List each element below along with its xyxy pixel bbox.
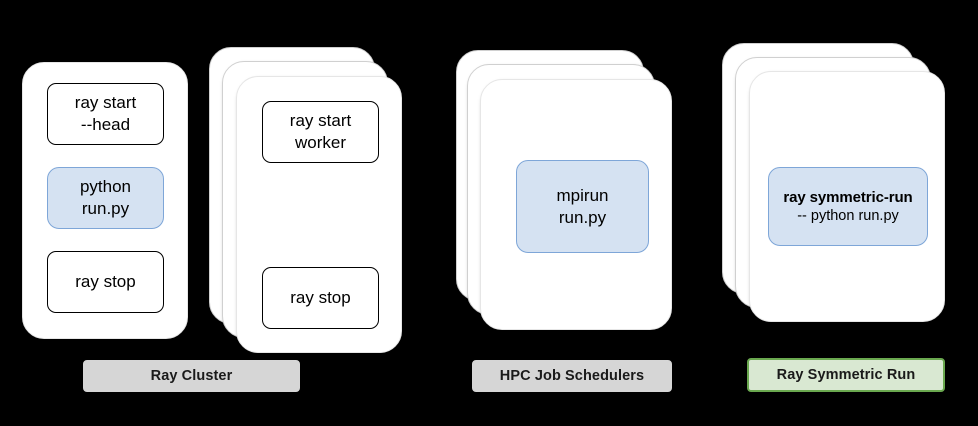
command-line-2: --head <box>80 115 131 134</box>
command-box-ray-symmetric-run[interactable]: ray symmetric-run -- python run.py <box>768 167 928 246</box>
command-line-1: ray stop <box>290 288 351 308</box>
command-box-python-run-py[interactable]: python run.py <box>47 167 164 229</box>
group-label-hpc-job-schedulers[interactable]: HPC Job Schedulers <box>472 360 672 392</box>
command-line-1: ray start <box>289 111 352 131</box>
command-line-1: ray start <box>74 93 137 113</box>
command-line-1: python <box>79 177 132 197</box>
command-line-1: ray symmetric-run <box>783 188 913 206</box>
command-line-1: mpirun <box>556 185 609 205</box>
group-label-text: Ray Symmetric Run <box>776 367 916 383</box>
group-label-ray-symmetric-run[interactable]: Ray Symmetric Run <box>747 358 945 392</box>
command-line-1: ray stop <box>75 272 136 292</box>
command-box-ray-start-worker[interactable]: ray start worker <box>262 101 379 163</box>
command-box-ray-stop-worker[interactable]: ray stop <box>262 267 379 329</box>
command-box-mpirun-run-py[interactable]: mpirun run.py <box>516 160 649 253</box>
group-label-text: HPC Job Schedulers <box>499 368 645 384</box>
group-label-ray-cluster[interactable]: Ray Cluster <box>83 360 300 392</box>
command-box-ray-stop-head[interactable]: ray stop <box>47 251 164 313</box>
command-line-2: run.py <box>81 199 130 218</box>
command-line-2: -- python run.py <box>797 207 899 224</box>
command-line-2: run.py <box>558 207 607 227</box>
group-label-text: Ray Cluster <box>150 368 233 384</box>
command-line-2: worker <box>294 133 346 152</box>
command-box-ray-start-head[interactable]: ray start --head <box>47 83 164 145</box>
